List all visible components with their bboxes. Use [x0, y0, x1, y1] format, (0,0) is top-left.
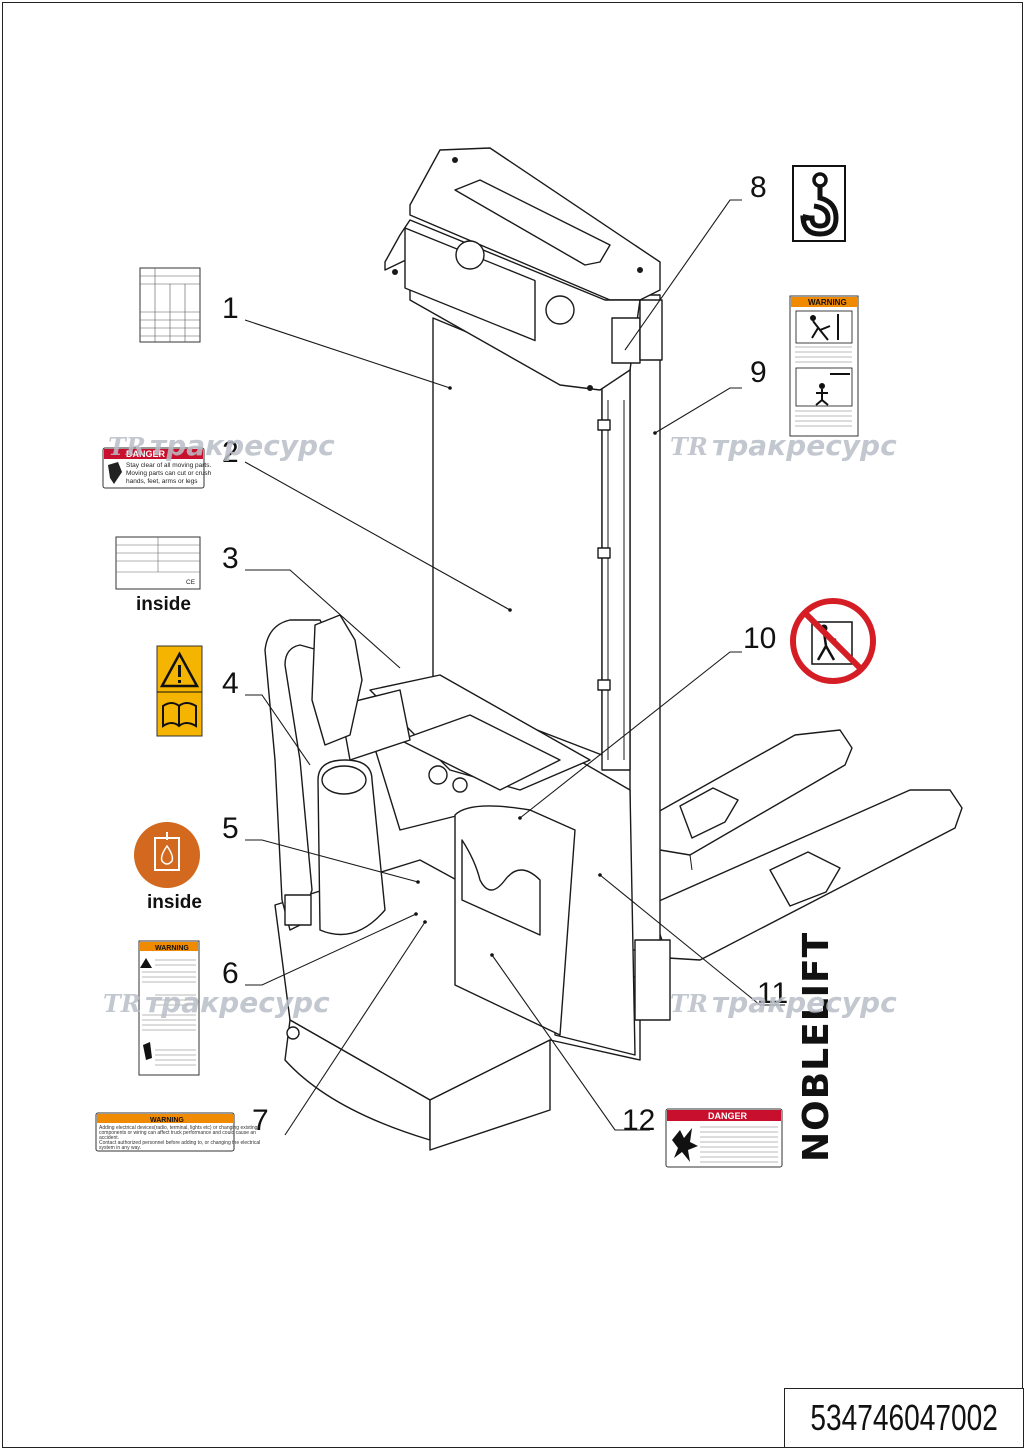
warning-7-header: WARNING [150, 1117, 184, 1124]
callout-3: 3 [222, 542, 239, 575]
callout-4: 4 [222, 667, 239, 700]
watermark-3: TR тракресурс [103, 986, 330, 1019]
warning-7-line-2: components or wiring can affect truck pe… [99, 1130, 256, 1136]
svg-text:CE: CE [186, 579, 196, 586]
watermark-2: TR тракресурс [670, 429, 897, 462]
danger-12-header: DANGER [708, 1111, 748, 1121]
callout-6: 6 [222, 957, 239, 990]
callout-2: 2 [222, 436, 239, 469]
danger-2-line-1: Stay clear of all moving parts. [126, 462, 211, 469]
inside-label-3: inside [136, 594, 191, 615]
svg-text:TR: TR [108, 432, 146, 461]
callout-1: 1 [222, 292, 239, 325]
warning-electrical-icon: WARNING Adding electrical devices(radio,… [95, 1112, 260, 1152]
danger-2-line-3: hands, feet, arms or legs [126, 478, 198, 485]
warning-6-header: WARNING [155, 945, 189, 952]
warning-7-line-3: accident. [99, 1135, 119, 1141]
watermark-4: TR тракресурс [670, 986, 897, 1019]
leader-lines [244, 199, 785, 1136]
svg-text:тракресурс: тракресурс [150, 429, 335, 462]
svg-text:тракресурс: тракресурс [712, 429, 897, 462]
hook-icon [792, 165, 846, 242]
danger-pinch-icon: DANGER Stay clear of all moving parts. M… [102, 447, 212, 489]
callout-5: 5 [222, 812, 239, 845]
warning-stand-icon: WARNING [789, 295, 859, 437]
no-riding-icon [790, 598, 876, 684]
svg-text:TR: TR [670, 989, 708, 1018]
warning-7-line-5: system in any way. [99, 1145, 141, 1151]
callout-8: 8 [750, 171, 767, 204]
pallet-stacker-drawing [264, 147, 963, 1151]
svg-text:тракресурс: тракресурс [712, 986, 897, 1019]
warning-7-line-1: Adding electrical devices(radio, termina… [99, 1125, 258, 1131]
callout-10: 10 [743, 622, 776, 655]
danger-2-header: DANGER [126, 449, 166, 459]
fork-left [639, 729, 853, 871]
fork-right [649, 789, 963, 961]
inside-label-5: inside [147, 892, 202, 913]
callout-7: 7 [252, 1104, 269, 1137]
tiller-handle [264, 614, 386, 936]
mast-head [384, 147, 663, 391]
warning-7-line-4: Contact authorized personnel before addi… [99, 1140, 260, 1146]
capacity-chart-icon [139, 267, 201, 343]
danger-battery-icon: DANGER [665, 1108, 783, 1168]
nameplate-icon: CE [115, 536, 201, 590]
svg-text:TR: TR [670, 432, 708, 461]
warning-manual-icon [156, 645, 203, 737]
part-number: 534746047002 [810, 1397, 998, 1438]
svg-text:тракресурс: тракресурс [145, 986, 330, 1019]
warning-list-icon: WARNING [138, 940, 200, 1076]
callout-11: 11 [757, 977, 788, 1010]
part-number-box: 534746047002 [784, 1388, 1024, 1448]
mast-upright-rear [629, 294, 661, 951]
danger-2-line-2: Moving parts can cut or crush [126, 470, 212, 477]
brand-vertical: NOBLELIFT [796, 932, 837, 1162]
svg-text:TR: TR [103, 989, 141, 1018]
callout-9: 9 [750, 356, 767, 389]
oil-drop-icon [134, 822, 200, 888]
callout-12: 12 [622, 1104, 655, 1137]
warning-9-header: WARNING [808, 298, 847, 307]
watermark-1: TR тракресурс [108, 429, 335, 462]
